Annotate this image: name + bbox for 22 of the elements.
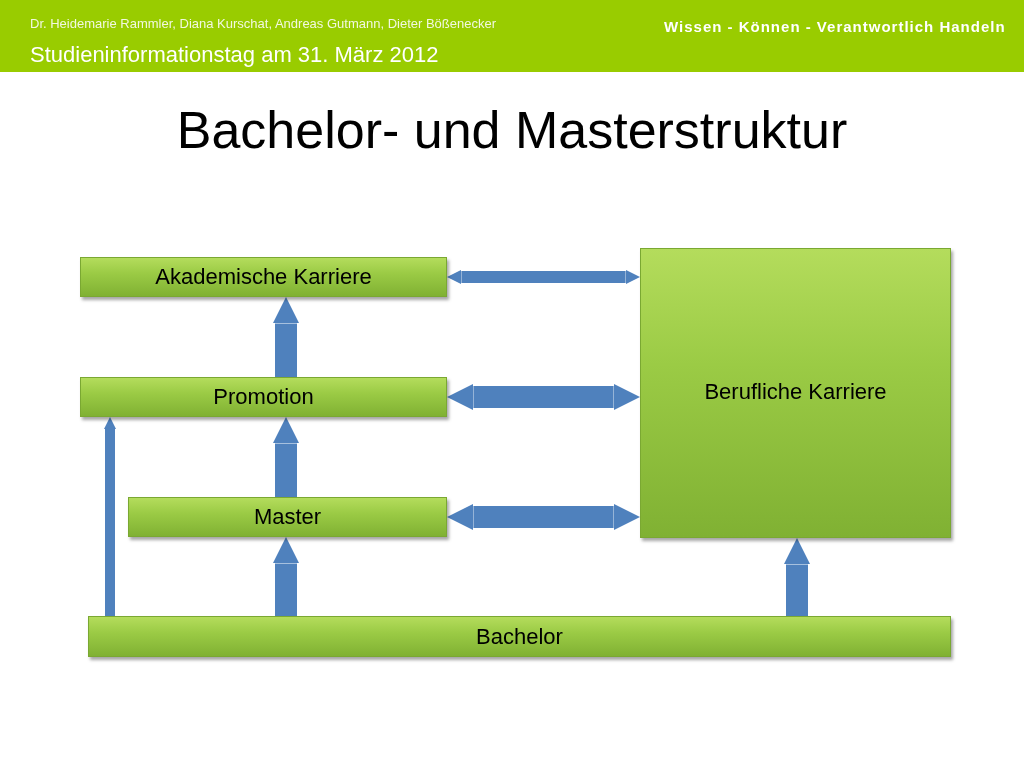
node-label: Berufliche Karriere [704,379,887,405]
stage-bar [80,257,447,297]
node-label: Master [253,504,322,530]
block-arrow [272,297,300,377]
stage-bar [88,616,951,657]
event-subtitle: Studieninformationstag am 31. März 2012 [30,42,439,68]
node-label: Bachelor [476,623,563,650]
slogan: Wissen - Können - Verantwortlich Handeln [664,18,1006,35]
block-arrow [447,383,640,411]
block-arrow [104,417,116,616]
career-panel [640,248,951,538]
block-arrow [272,537,300,616]
block-arrow [447,269,640,285]
node-label: Promotion [213,384,314,410]
block-arrow [447,503,640,531]
block-arrow [272,417,300,497]
author-list: Dr. Heidemarie Rammler, Diana Kurschat, Andreas Gutmann, Dieter Bößenecker [30,16,497,31]
stage-bar [80,377,447,417]
stage-bar [128,497,447,537]
node-label: Akademische Karriere [155,264,372,290]
slide-title: Bachelor- und Masterstruktur [175,100,849,160]
block-arrow [783,538,811,616]
